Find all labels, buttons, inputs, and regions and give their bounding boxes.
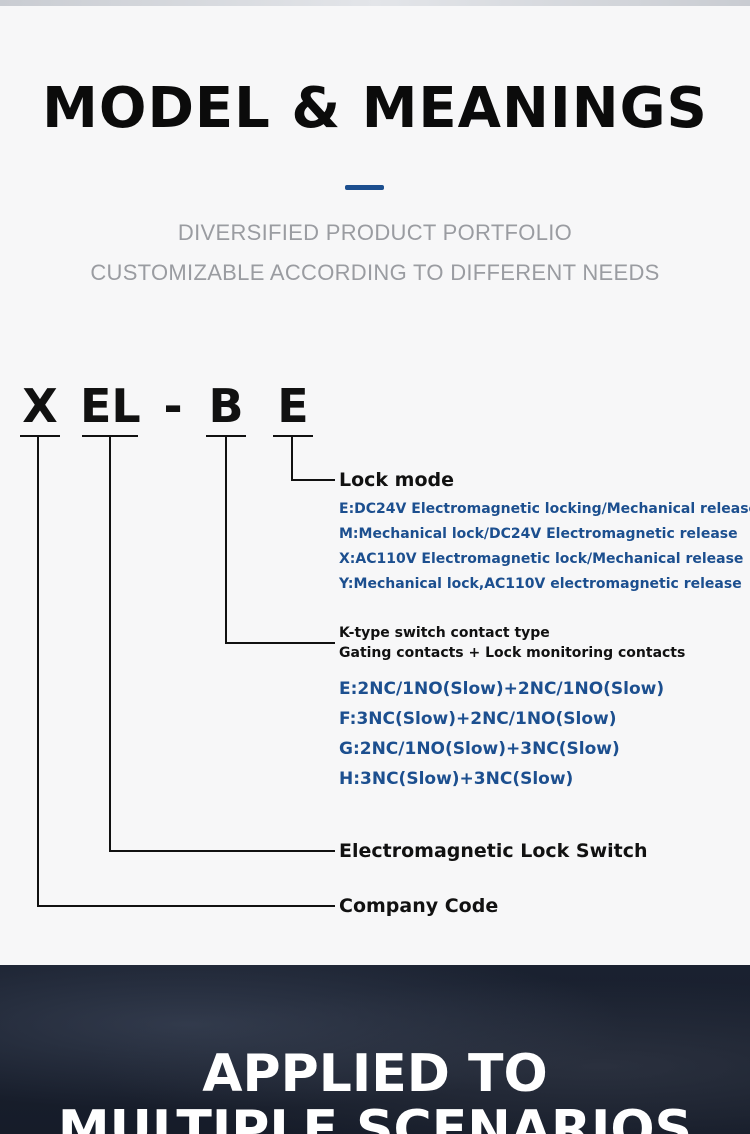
code-part-lock-mode: E: [277, 379, 309, 433]
connector-lock-mode-horizontal: [291, 479, 335, 481]
series-heading: Electromagnetic Lock Switch: [339, 840, 648, 862]
scenarios-banner: APPLIED TO MULTIPLE SCENARIOS: [0, 965, 750, 1134]
contact-type-heading: K-type switch contact type: [339, 625, 550, 641]
connector-series-vertical: [109, 437, 111, 852]
lock-mode-option: X:AC110V Electromagnetic lock/Mechanical…: [339, 551, 744, 567]
lock-mode-options: E:DC24V Electromagnetic locking/Mechanic…: [339, 497, 750, 597]
contact-type-option: F:3NC(Slow)+2NC/1NO(Slow): [339, 709, 617, 729]
subtitle-line-2: CUSTOMIZABLE ACCORDING TO DIFFERENT NEED…: [90, 260, 660, 285]
underline-lock-mode: [273, 435, 313, 437]
lock-mode-heading: Lock mode: [339, 469, 455, 491]
underline-contact-type: [206, 435, 246, 437]
code-part-hyphen: -: [163, 379, 183, 433]
company-code-heading: Company Code: [339, 895, 499, 917]
contact-type-option: H:3NC(Slow)+3NC(Slow): [339, 769, 574, 789]
underline-series: [82, 435, 138, 437]
connector-contact-type-horizontal: [225, 642, 335, 644]
contact-type-subheading: Gating contacts + Lock monitoring contac…: [339, 645, 686, 661]
scenarios-title-line-2: MULTIPLE SCENARIOS: [57, 1100, 693, 1134]
connector-lock-mode-vertical: [291, 437, 293, 481]
connector-company-horizontal: [37, 905, 335, 907]
lock-mode-option: Y:Mechanical lock,AC110V electromagnetic…: [339, 576, 742, 592]
connector-company-vertical: [37, 437, 39, 907]
subtitle-line-1: DIVERSIFIED PRODUCT PORTFOLIO: [177, 220, 573, 245]
code-part-contact-type: B: [208, 379, 244, 433]
connector-series-horizontal: [109, 850, 335, 852]
contact-type-option: E:2NC/1NO(Slow)+2NC/1NO(Slow): [339, 679, 665, 699]
page-title: MODEL & MEANINGS: [42, 76, 708, 141]
lock-mode-option: E:DC24V Electromagnetic locking/Mechanic…: [339, 501, 750, 517]
underline-company: [20, 435, 60, 437]
top-divider-strip: [0, 0, 750, 6]
connector-contact-type-vertical: [225, 437, 227, 644]
title-accent-bar: [345, 185, 384, 190]
contact-type-option: G:2NC/1NO(Slow)+3NC(Slow): [339, 739, 620, 759]
lock-mode-option: M:Mechanical lock/DC24V Electromagnetic …: [339, 526, 738, 542]
contact-type-options: E:2NC/1NO(Slow)+2NC/1NO(Slow) F:3NC(Slow…: [339, 674, 664, 794]
code-part-company: X: [22, 379, 58, 433]
scenarios-title-line-1: APPLIED TO: [202, 1044, 548, 1104]
code-part-series: EL: [80, 379, 141, 433]
